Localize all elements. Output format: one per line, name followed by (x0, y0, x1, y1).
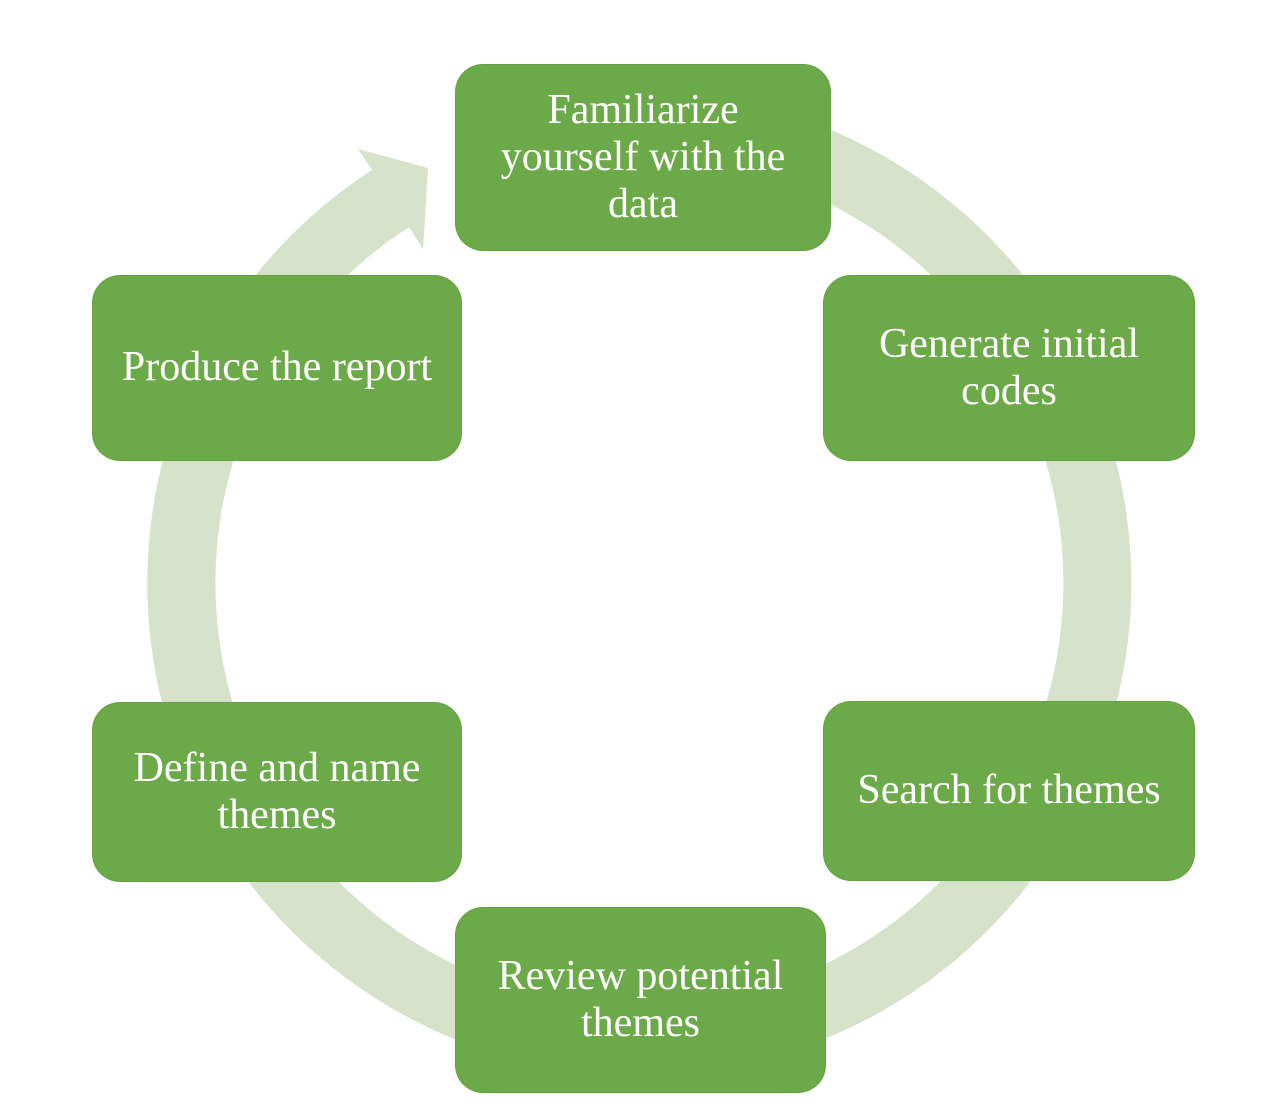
step-box-produce-report: Produce the report (92, 275, 462, 461)
step-label-review-themes: Review potential themes (497, 952, 784, 1046)
step-box-review-themes: Review potential themes (455, 907, 826, 1093)
step-box-generate-codes: Generate initial codes (823, 275, 1195, 461)
step-label-produce-report: Produce the report (121, 344, 433, 391)
step-label-search-themes: Search for themes (857, 767, 1161, 814)
step-label-define-themes: Define and name themes (133, 744, 421, 838)
step-box-familiarize: Familiarize yourself with the data (455, 64, 831, 251)
step-label-familiarize: Familiarize yourself with the data (500, 86, 786, 228)
step-box-search-themes: Search for themes (823, 701, 1195, 881)
step-label-generate-codes: Generate initial codes (878, 320, 1140, 414)
step-box-define-themes: Define and name themes (92, 702, 462, 882)
